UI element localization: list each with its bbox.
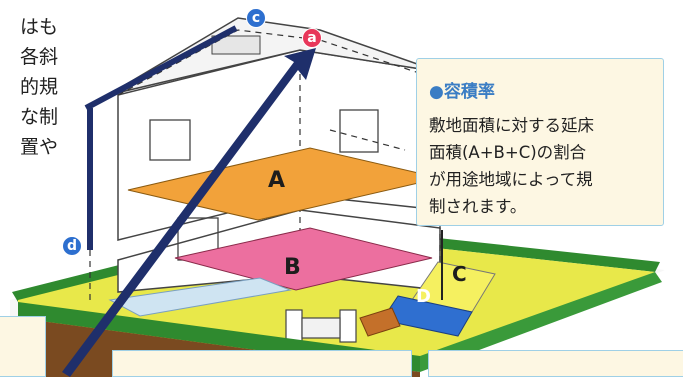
info-box-line: が用途地域によって規 bbox=[429, 170, 593, 189]
front-path bbox=[108, 277, 292, 317]
left-text-line: な制 bbox=[19, 106, 58, 128]
brick-wall bbox=[359, 307, 401, 337]
left-text-line: はも bbox=[19, 16, 58, 38]
marker-a: a bbox=[302, 28, 322, 48]
rooftop-unit bbox=[211, 35, 261, 55]
info-box-title: ●容積率 bbox=[429, 82, 495, 102]
marker-d: d bbox=[62, 236, 82, 256]
floor-area-ratio-box: ●容積率 敷地面積に対する延床 面積(A+B+C)の割合 が用途地域によって規 … bbox=[416, 58, 664, 226]
info-box-body: 敷地面積に対する延床 面積(A+B+C)の割合 が用途地域によって規 制されます… bbox=[429, 112, 653, 220]
callout-left bbox=[0, 316, 46, 377]
floor-label-c: C bbox=[452, 262, 467, 286]
front-gate bbox=[285, 309, 357, 343]
floor-label-b: B bbox=[284, 255, 301, 280]
left-text-line: 各斜 bbox=[19, 46, 58, 68]
setback-arrow bbox=[62, 48, 316, 377]
callout-right bbox=[428, 350, 683, 377]
marker-c: c bbox=[246, 8, 266, 28]
floor-label-d: D bbox=[416, 286, 431, 307]
floor-label-a: A bbox=[268, 168, 286, 193]
left-text-line: 置や bbox=[19, 136, 58, 158]
left-text-line: 的規 bbox=[19, 76, 58, 98]
callout-middle bbox=[112, 350, 412, 377]
hedge-right bbox=[420, 272, 662, 372]
info-box-line: 制されます。 bbox=[429, 197, 527, 216]
info-box-line: 敷地面積に対する延床 bbox=[429, 116, 594, 135]
d-pole-cap bbox=[84, 25, 238, 111]
house-roof bbox=[107, 17, 441, 96]
info-box-line: 面積(A+B+C)の割合 bbox=[429, 143, 587, 162]
left-text-column: はも 各斜 的規 な制 置や bbox=[0, 12, 58, 162]
